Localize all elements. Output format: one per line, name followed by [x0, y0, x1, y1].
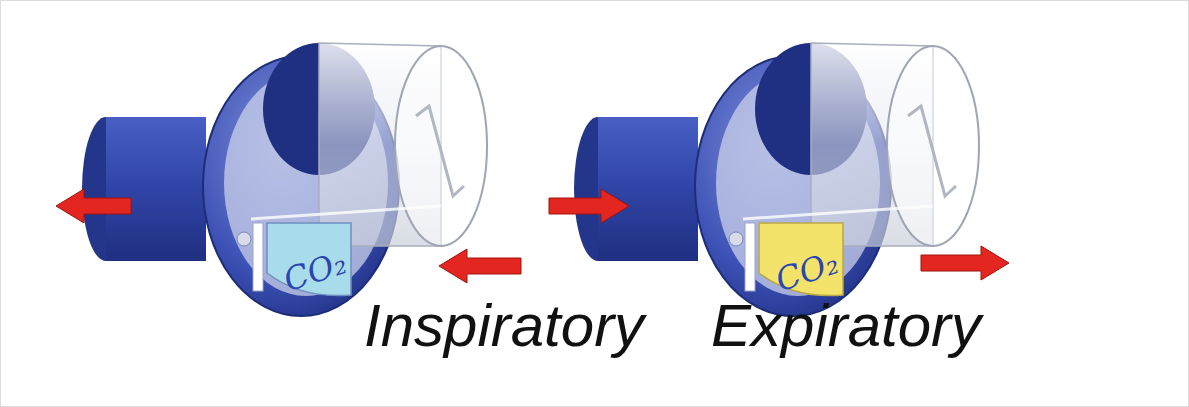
- flow-arrows: [56, 189, 1009, 283]
- phase-label: Expiratory: [711, 291, 981, 360]
- inspiratory-detector: [82, 43, 487, 316]
- phase-label: Inspiratory: [364, 291, 644, 360]
- expiratory-detector: [574, 43, 979, 316]
